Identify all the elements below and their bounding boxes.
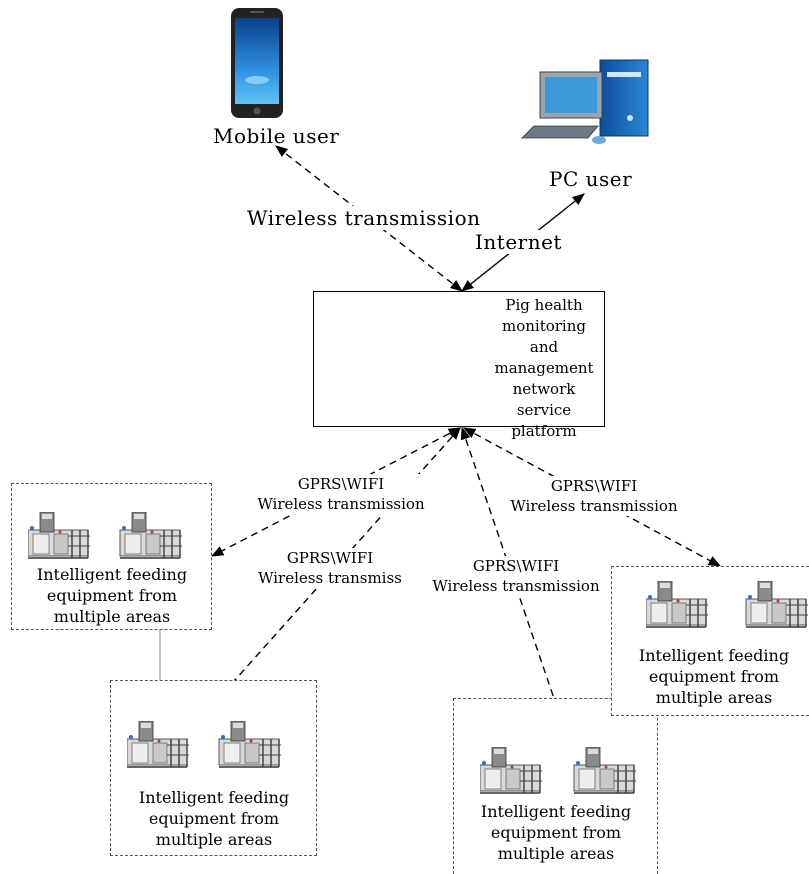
area-box-4: Intelligent feeding equipment from multi… (611, 566, 809, 716)
area-label-3: Intelligent feeding equipment from multi… (480, 802, 632, 863)
platform-title: Pig health monitoring and management net… (494, 296, 594, 440)
mobile-user-label: Mobile user (213, 124, 340, 148)
area-box-1: Intelligent feeding equipment from multi… (11, 483, 212, 630)
feeding-station-icon (480, 747, 637, 794)
smartphone-icon (231, 8, 283, 118)
area-box-3: Intelligent feeding equipment from multi… (453, 698, 658, 874)
desktop-pc-icon (521, 59, 649, 144)
area-label-4: Intelligent feeding equipment from multi… (638, 646, 790, 707)
internet-label: Internet (475, 230, 562, 254)
connection-label-3: GPRS\WIFI Wireless transmission (420, 556, 612, 596)
area-label-1: Intelligent feeding equipment from multi… (36, 565, 188, 626)
connection-label-1: GPRS\WIFI Wireless transmission (246, 474, 436, 514)
feeding-station-icon (28, 512, 183, 559)
pc-user-label: PC user (549, 167, 633, 191)
feeding-station-icon (646, 581, 809, 628)
platform-box (313, 291, 605, 427)
area-box-2: Intelligent feeding equipment from multi… (110, 680, 317, 856)
wireless-transmission-label: Wireless transmission (247, 206, 481, 230)
mobile-link-arrow (275, 145, 463, 292)
connection-label-4: GPRS\WIFI Wireless transmission (497, 476, 691, 516)
area-label-2: Intelligent feeding equipment from multi… (138, 788, 290, 849)
feeding-station-icon (127, 721, 282, 768)
connection-label-2: GPRS\WIFI Wireless transmiss (246, 548, 414, 588)
